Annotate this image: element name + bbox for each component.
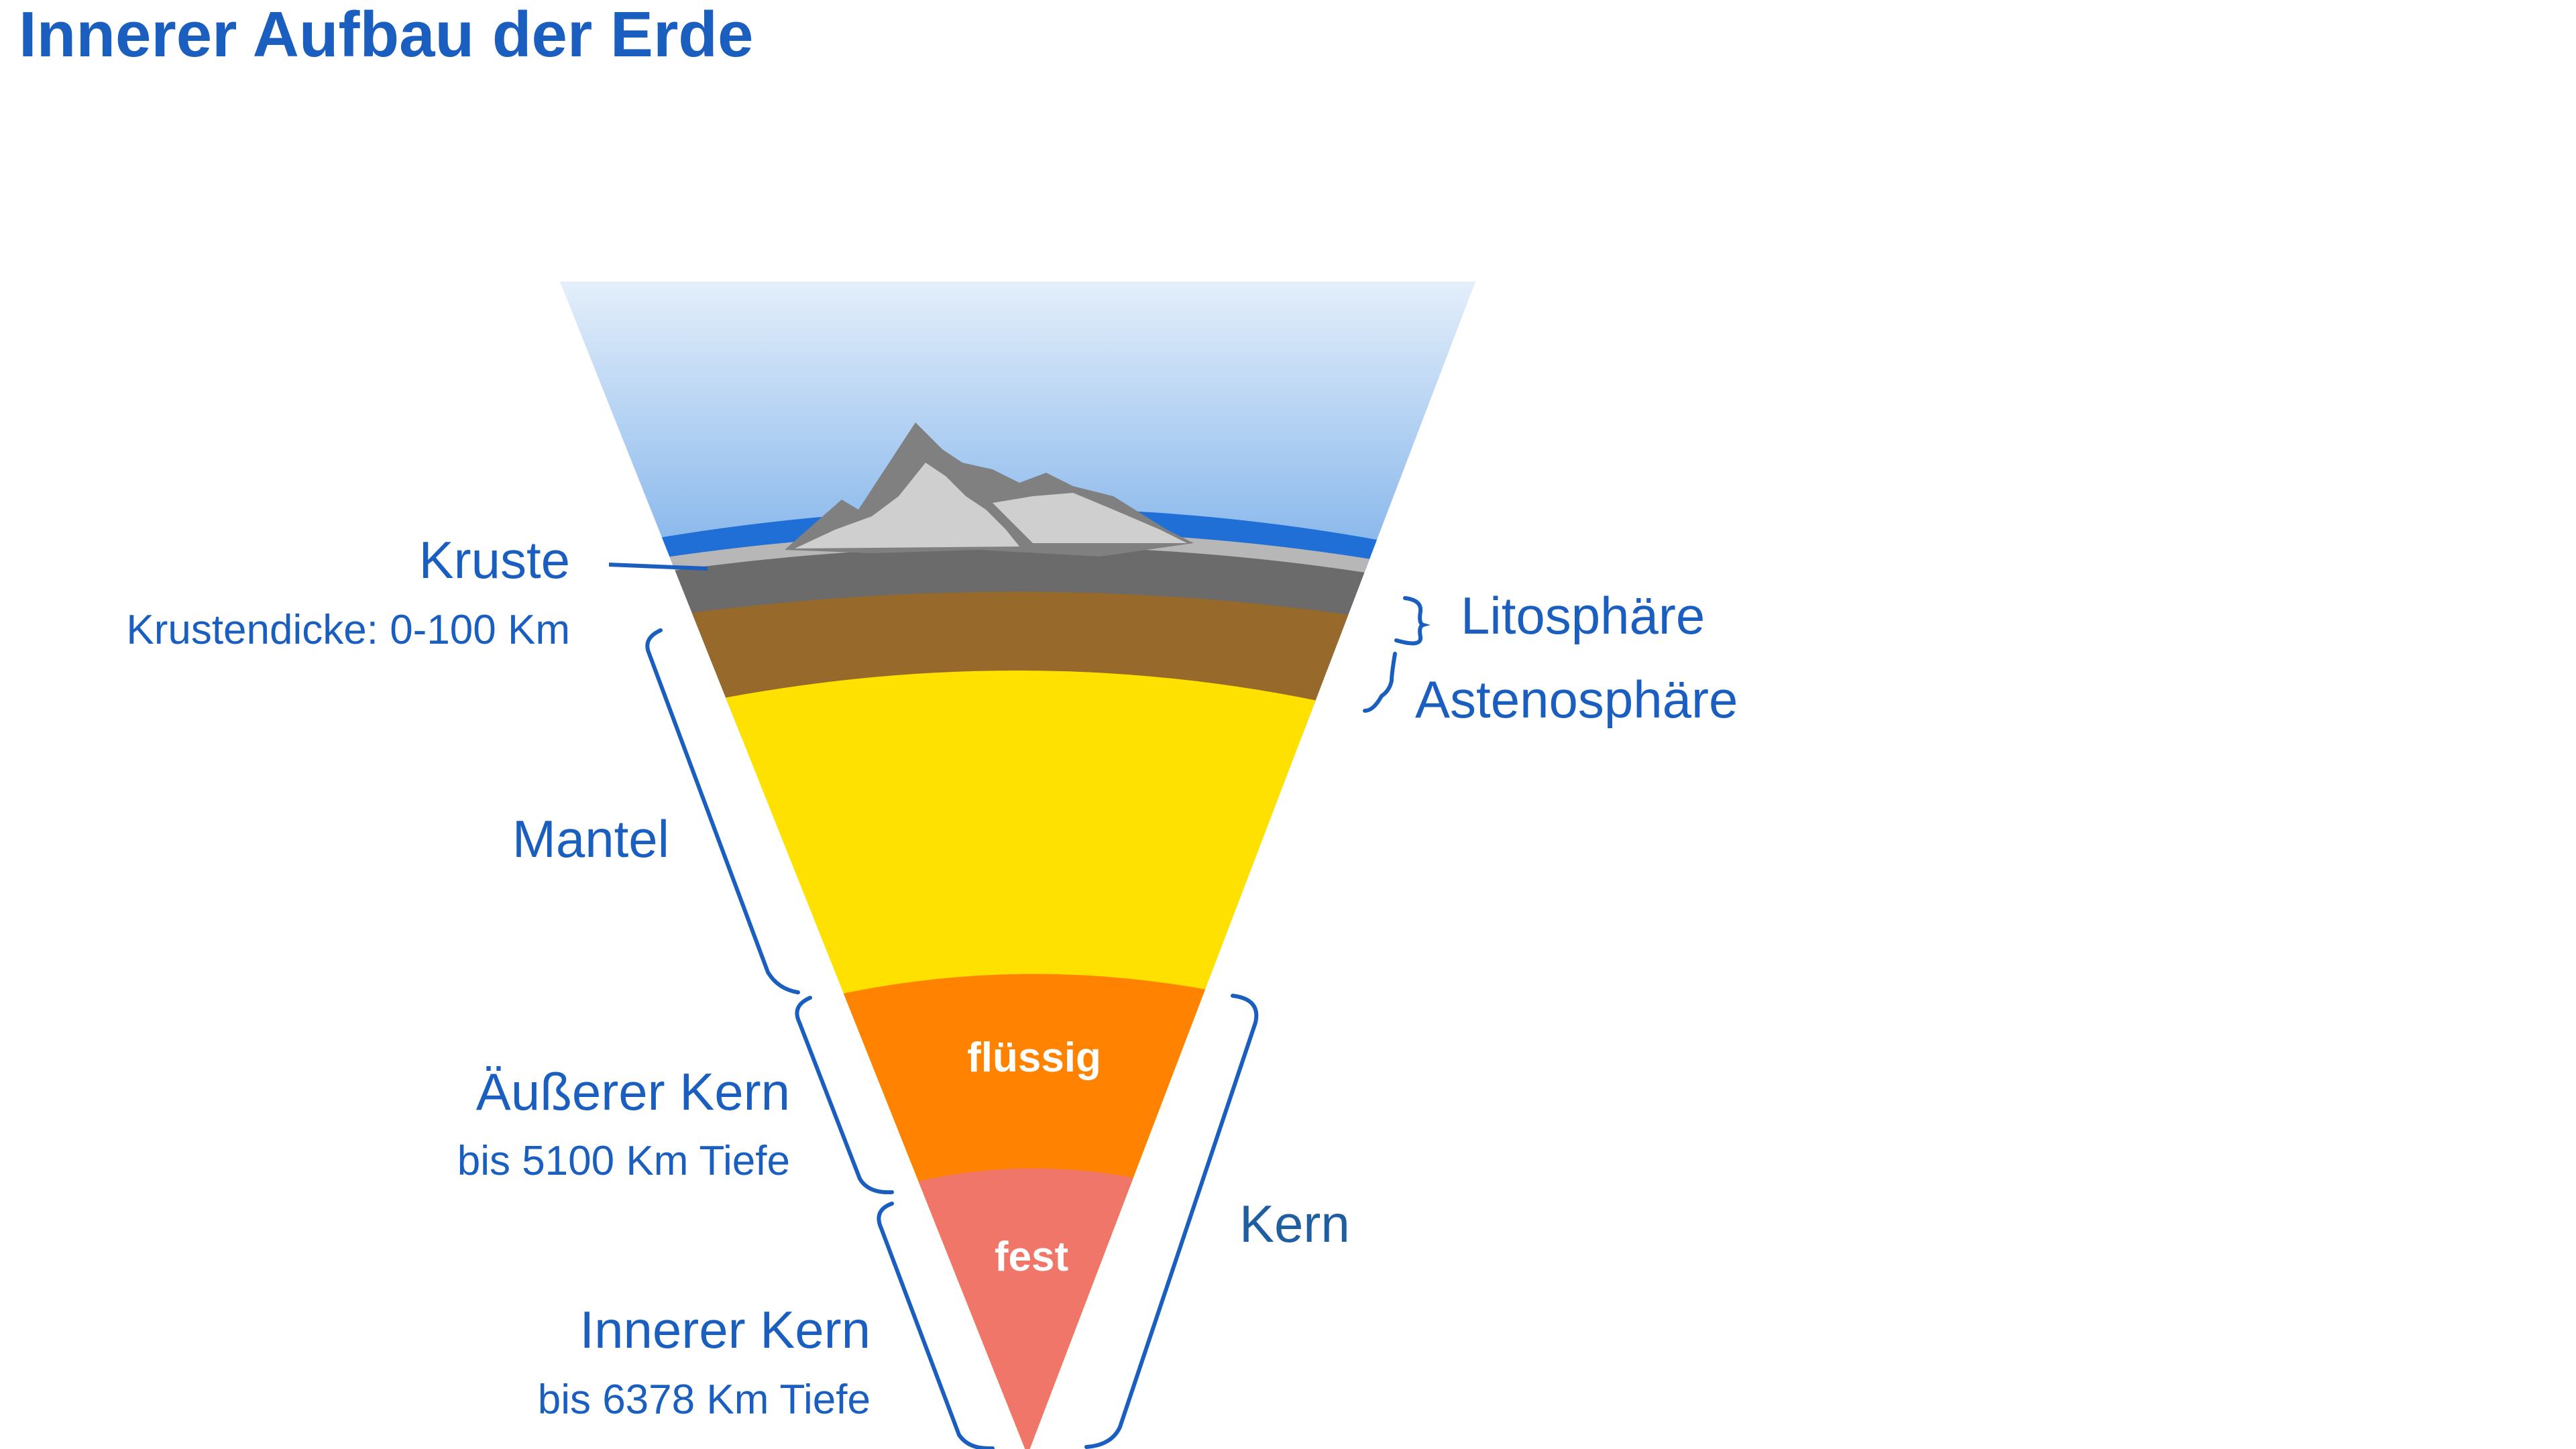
inner-core-brace (877, 1202, 995, 1449)
litosphaere-label: Litosphäre (1461, 586, 1705, 645)
inner-core-label: Innerer Kern (579, 1300, 871, 1359)
kruste-leader-line (608, 563, 708, 571)
inner-core-layer (805, 1168, 1274, 1449)
inner-core-depth-label: bis 6378 Km Tiefe (538, 1377, 871, 1423)
outer-core-state-label: flüssig (967, 1035, 1101, 1081)
page-title: Innerer Aufbau der Erde (19, 0, 753, 70)
krustendicke-label: Krustendicke: 0-100 Km (126, 607, 570, 653)
mantel-label: Mantel (512, 809, 669, 868)
outer-core-depth-label: bis 5100 Km Tiefe (457, 1138, 790, 1184)
mantel-brace (645, 628, 800, 994)
kern-label: Kern (1239, 1194, 1350, 1253)
kern-brace (1084, 994, 1259, 1449)
outer-core-label: Äußerer Kern (476, 1062, 790, 1121)
kruste-label: Kruste (419, 530, 570, 589)
mountain-icon (785, 422, 1194, 557)
outer-core-brace (795, 996, 894, 1195)
astenosphaere-brace (1363, 652, 1397, 713)
inner-core-state-label: fest (995, 1234, 1068, 1280)
astenosphaere-label: Astenosphäre (1415, 670, 1738, 729)
litosphaere-brace (1394, 596, 1431, 646)
